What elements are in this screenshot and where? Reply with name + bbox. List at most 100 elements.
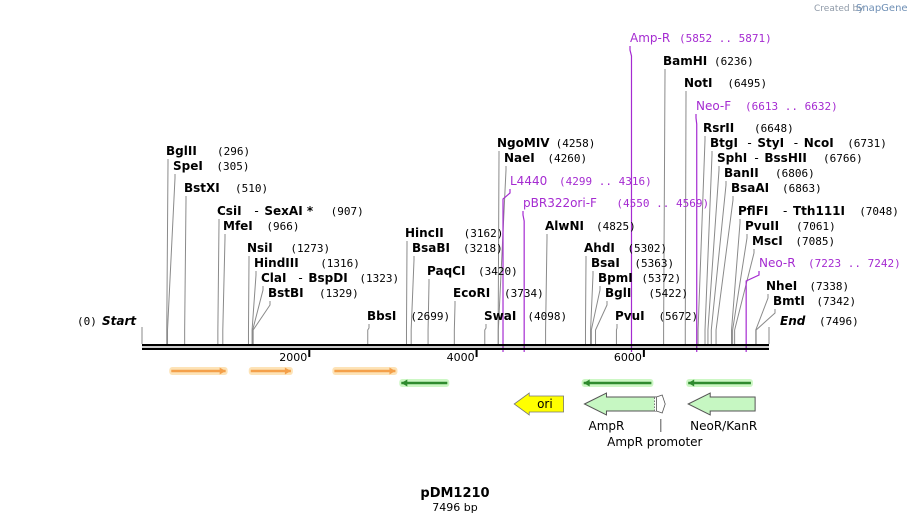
enzyme-naei-site-label: NaeI(4260) [504,151,587,165]
enzyme-styi-name: StyI [757,136,784,150]
primer-amp-r-name: Amp-R [630,31,670,45]
primer-pbr322ori-f-name: pBR322ori-F [523,196,597,210]
enzyme-hincii-line [405,241,408,344]
enzyme-bsaai-name: BsaAI [731,181,769,195]
enzyme-bpmi-site-label: BpmI (5372) [598,271,681,285]
end-position: (7496) [819,315,859,328]
enzyme-rsrii-name: RsrII [703,121,734,135]
primer-l4440-range: (4299 .. 4316) [559,175,652,188]
primer-neo-r-line [745,271,760,352]
enzyme-banii-position: (6806) [775,167,815,180]
enzyme-pvui-line [615,324,618,344]
end-label: End [780,314,806,328]
enzyme-csii-position: (907) [331,205,364,218]
enzyme-bstxi-line [184,196,187,344]
enzyme-bstbi-line [252,301,271,344]
enzyme-msci-name: MscI [752,234,783,248]
enzyme-ahdi-site-label: AhdI(5302) [584,241,667,255]
enzyme-ngomiv-position: (4258) [556,137,596,150]
feature-ampr: AmpR [583,392,657,433]
enzyme-bstxi-name: BstXI [184,181,220,195]
enzyme-mfei-line [222,234,226,344]
enzyme-ecori-site-label: EcoRI(3734) [453,286,544,300]
enzyme-pflfi-line [731,219,741,344]
enzyme-swai-position: (4098) [527,310,567,323]
enzyme-bgli-name: BglI [605,286,631,300]
enzyme-pvuii-line [732,234,748,344]
enzyme-alwni-name: AlwNI [545,219,584,233]
enzyme-banii-site-label: BanII (6806) [724,166,815,180]
enzyme-nsii-site-label: NsiI(1273) [247,241,330,255]
enzyme-naei-name: NaeI [504,151,535,165]
enzyme-hindiii-line [251,271,257,344]
enzyme-sphi-position: (6766) [823,152,863,165]
enzyme-sphi-site-label: SphI-BssHII(6766) [717,151,863,165]
enzyme-msci-site-label: MscI (7085) [752,234,835,248]
enzyme-noti-site-label: NotI (6495) [684,76,767,90]
enzyme-paqci-position: (3420) [478,265,518,278]
enzyme-bpmi-position: (5372) [641,272,681,285]
enzyme-pvui-position: (5672) [658,310,698,323]
enzyme-bbsi-line [367,324,370,344]
enzyme-banii-name: BanII [724,166,759,180]
enzyme-bglii-line [166,159,169,344]
start-label: Start [102,314,137,328]
enzyme-bspdi-name: BspDI [308,271,347,285]
enzyme-spei-site-label: SpeI(305) [173,159,250,173]
enzyme-bsai-position: (5363) [634,257,674,270]
brand-created-by: Created by [814,4,864,14]
enzyme-bstbi-position: (1329) [319,287,359,300]
enzyme-btgi-separator-2: - [794,136,798,150]
enzyme-bpmi-name: BpmI [598,271,633,285]
enzyme-clai-site-label: ClaI-BspDI(1323) [261,271,399,285]
primer-amp-r-range: (5852 .. 5871) [679,32,772,45]
enzyme-pvuii-position: (7061) [796,220,836,233]
enzyme-ngomiv-name: NgoMIV [497,136,550,150]
enzyme-ncoi-name: NcoI [804,136,834,150]
enzyme-noti-name: NotI [684,76,713,90]
enzyme-alwni-position: (4825) [596,220,636,233]
enzyme-bamhi-line [663,69,666,344]
primer-pbr322ori-f-line [522,211,525,352]
enzyme-bamhi-site-label: BamHI(6236) [663,54,754,68]
enzyme-bbsi-name: BbsI [367,309,396,323]
primer-neo-f-name: Neo-F [696,99,731,113]
enzyme-sphi-separator: - [754,151,758,165]
enzyme-noti-position: (6495) [727,77,767,90]
enzyme-bmti-position: (7342) [816,295,856,308]
ruler-tick-label-6000: 6000 [614,351,642,364]
enzyme-pvui-name: PvuI [615,309,645,323]
primer-neo-f-line [695,114,698,352]
enzyme-nsii-position: (1273) [290,242,330,255]
enzyme-msci-line [734,249,755,344]
primer-neo-r-name: Neo-R [759,256,796,270]
plasmid-length: 7496 bp [432,501,477,514]
enzyme-spei-line [167,174,176,344]
enzyme-bsai-site-label: BsaI (5363) [591,256,674,270]
enzyme-mfei-position: (966) [266,220,299,233]
enzyme-spei-position: (305) [216,160,249,173]
enzyme-bgli-site-label: BglI(5422) [605,286,688,300]
enzyme-bstxi-site-label: BstXI(510) [184,181,268,195]
enzyme-noti-line [684,91,687,344]
enzyme-pflfi-position: (7048) [859,205,899,218]
enzyme-bsabi-position: (3218) [463,242,503,255]
primer-pbr322ori-f-label: pBR322ori-F(4550 .. 4569) [523,196,709,210]
enzyme-msci-position: (7085) [795,235,835,248]
enzyme-pflfi-site-label: PflFI-Tth111I(7048) [738,204,899,218]
enzyme-bmti-line [755,309,776,344]
enzyme-sexai-name: SexAI * [264,204,313,218]
enzyme-ngomiv-site-label: NgoMIV (4258) [497,136,595,150]
enzyme-pflfi-name: PflFI [738,204,768,218]
enzyme-nsii-line [247,256,250,344]
enzyme-bsabi-name: BsaBI [412,241,450,255]
primer-amp-r-line [629,46,633,352]
enzyme-csii-name: CsiI [217,204,242,218]
enzyme-ecori-line [453,301,456,344]
enzyme-bsai-name: BsaI [591,256,620,270]
enzyme-bstbi-name: BstBI [268,286,304,300]
start-position: (0) [77,315,97,328]
enzyme-hindiii-position: (1316) [320,257,360,270]
